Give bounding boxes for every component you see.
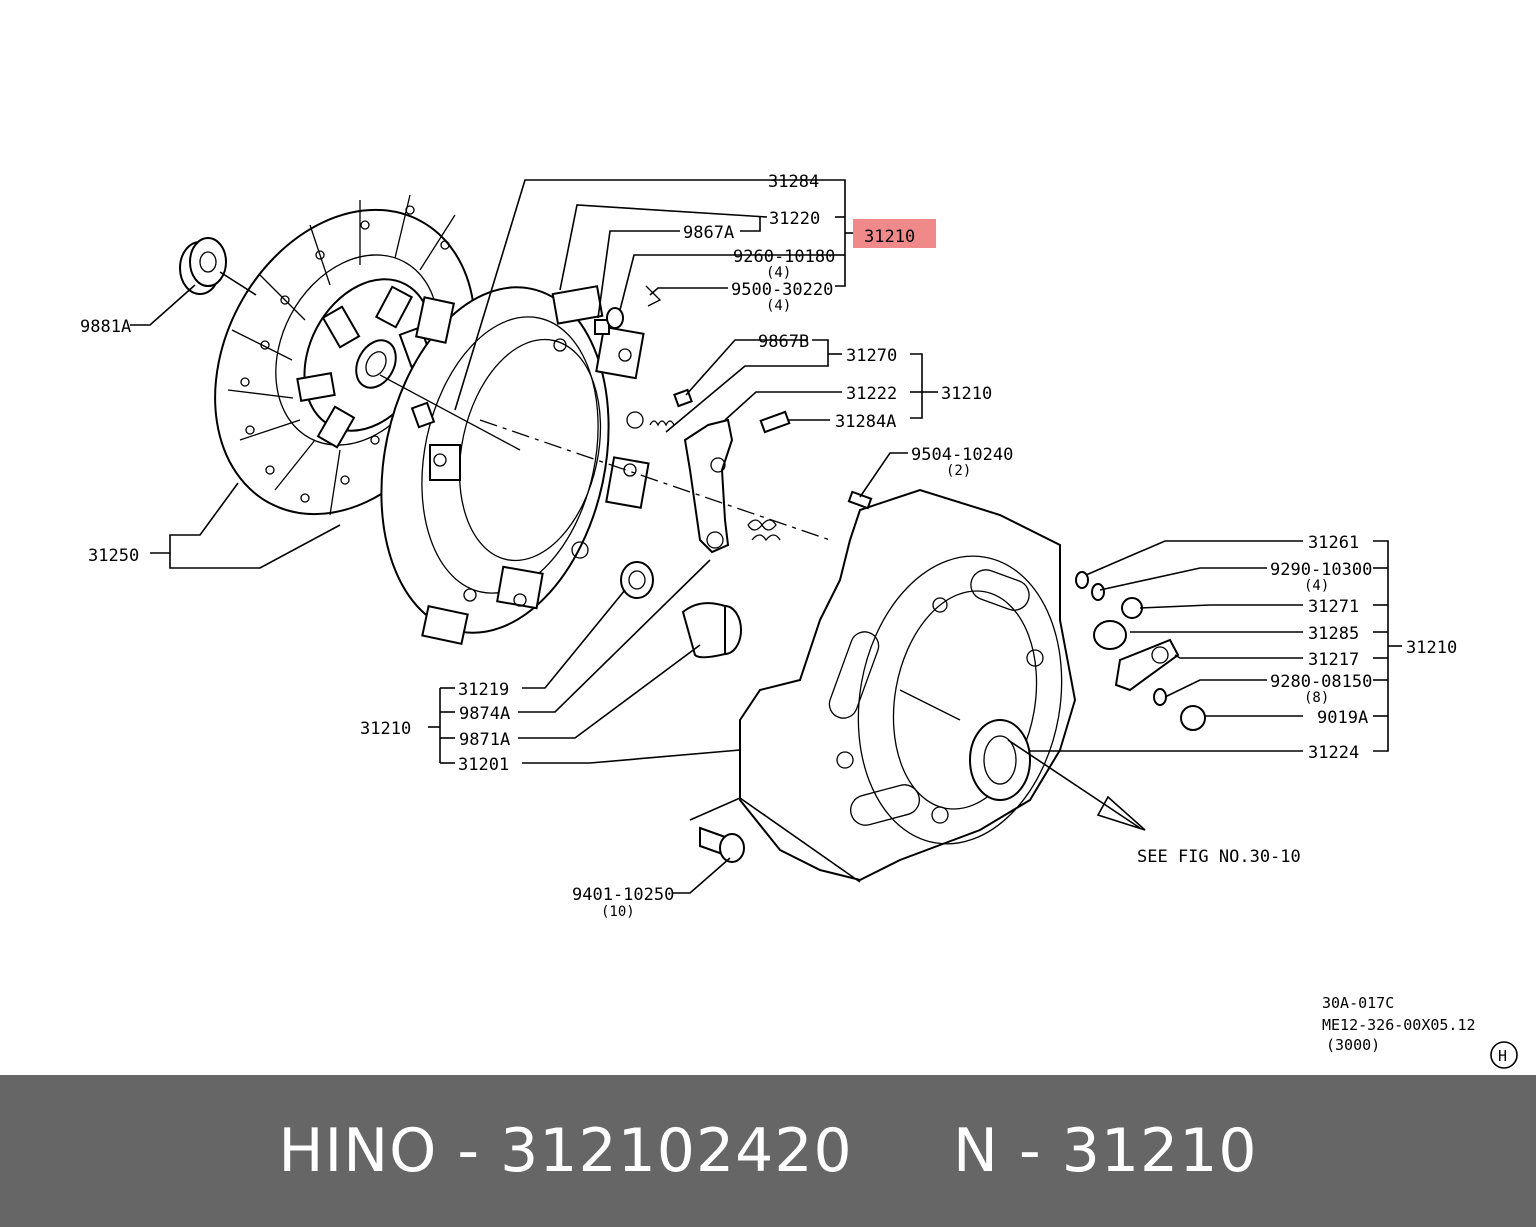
nut-31271 <box>1121 597 1143 619</box>
corner-h-mark: H <box>1490 1041 1518 1069</box>
ref-code-2: ME12-326-00X05.12 <box>1322 1016 1476 1034</box>
label-31201: 31201 <box>458 755 509 775</box>
label-31250: 31250 <box>88 546 139 566</box>
label-9401-qty: (10) <box>601 904 635 920</box>
label-31284: 31284 <box>768 172 819 192</box>
label-9019A: 9019A <box>1317 708 1368 728</box>
label-31261: 31261 <box>1308 533 1359 553</box>
spring-pin-9500 <box>645 285 662 307</box>
pin-31284 <box>410 401 436 429</box>
label-9280-08150: 9280-08150 <box>1270 672 1372 692</box>
label-31210-highlight: 31210 <box>864 227 915 247</box>
label-9260-qty: (4) <box>766 265 791 281</box>
label-9504-qty: (2) <box>946 463 971 479</box>
label-31220: 31220 <box>769 209 820 229</box>
label-31219: 31219 <box>458 680 509 700</box>
label-9290-10300: 9290-10300 <box>1270 560 1372 580</box>
label-9260-10180: 9260-10180 <box>733 247 835 267</box>
label-31224: 31224 <box>1308 743 1359 763</box>
washer-9290 <box>1075 571 1105 601</box>
label-9280-qty: (8) <box>1304 690 1329 706</box>
return-spring <box>747 519 781 542</box>
clutch-cover <box>739 488 1077 882</box>
label-31210-left: 31210 <box>360 719 411 739</box>
label-9500-qty: (4) <box>766 298 791 314</box>
cover-bolt <box>699 826 745 863</box>
part-number-footer: HINO - 312102420 N - 31210 <box>0 1075 1536 1227</box>
callout-labels: 31284 31220 9867A 31210 9260-10180 (4) 9… <box>80 172 1476 1054</box>
label-31210-mid: 31210 <box>941 384 992 404</box>
pin-31284A <box>759 410 791 434</box>
plate-31217 <box>1114 638 1180 692</box>
ref-code-1: 30A-017C <box>1322 994 1394 1012</box>
bolt-9867A <box>594 307 624 335</box>
clutch-exploded-view: 31284 31220 9867A 31210 9260-10180 (4) 9… <box>80 172 1518 1069</box>
pressure-spring <box>681 602 742 659</box>
release-lever <box>683 418 734 554</box>
label-31270: 31270 <box>846 346 897 366</box>
adjust-nut-31285 <box>1093 620 1127 650</box>
label-31217: 31217 <box>1308 650 1359 670</box>
pin-9504 <box>847 490 873 510</box>
bolt-9019A <box>1180 705 1206 731</box>
pilot-bearing <box>179 237 227 295</box>
label-31284A: 31284A <box>835 412 896 432</box>
label-31210-right: 31210 <box>1406 638 1457 658</box>
label-31271: 31271 <box>1308 597 1359 617</box>
label-9504-10240: 9504-10240 <box>911 445 1013 465</box>
spring-cup <box>620 561 654 599</box>
small-spring <box>649 420 675 427</box>
label-9871A: 9871A <box>459 730 510 750</box>
parts-diagram: 31284 31220 9867A 31210 9260-10180 (4) 9… <box>80 172 1518 1069</box>
label-9290-qty: (4) <box>1304 578 1329 594</box>
pressure-plate <box>380 285 650 646</box>
label-9500-30220: 9500-30220 <box>731 280 833 300</box>
svg-text:H: H <box>1498 1047 1507 1065</box>
clutch-disc <box>214 194 476 516</box>
label-9867B: 9867B <box>758 332 809 352</box>
label-9881A: 9881A <box>80 317 131 337</box>
washer-9280 <box>1153 688 1167 706</box>
footer-part-text: HINO - 312102420 N - 31210 <box>278 1116 1258 1186</box>
leader-lines <box>130 179 1402 894</box>
see-fig-note: SEE FIG NO.30-10 <box>1137 847 1301 867</box>
highlight-box <box>853 219 936 248</box>
label-9401-10250: 9401-10250 <box>572 885 674 905</box>
label-31285: 31285 <box>1308 624 1359 644</box>
label-9867A: 9867A <box>683 223 734 243</box>
label-9874A: 9874A <box>459 704 510 724</box>
ref-code-3: (3000) <box>1326 1036 1380 1054</box>
label-31222: 31222 <box>846 384 897 404</box>
